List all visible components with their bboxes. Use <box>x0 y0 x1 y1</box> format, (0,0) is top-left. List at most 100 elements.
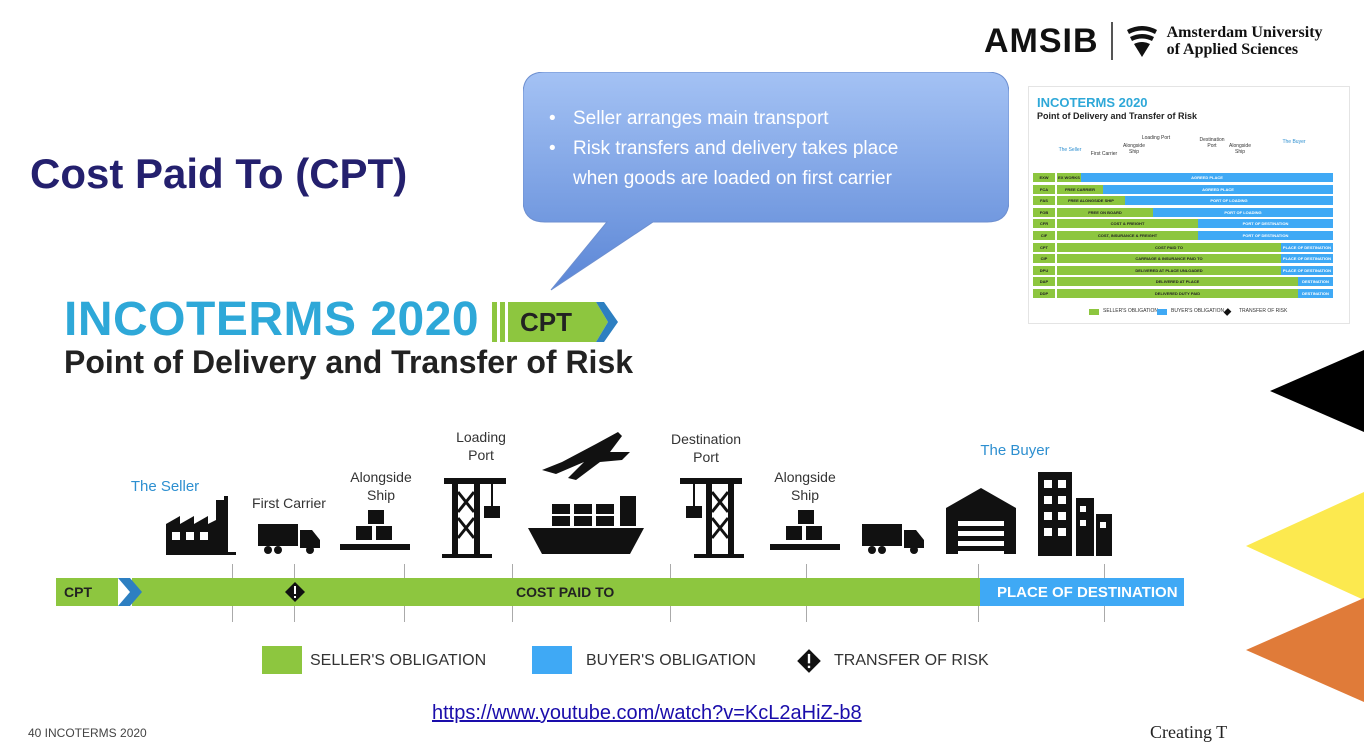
thumb-header-label: First Carrier <box>1090 151 1118 157</box>
legend-risk-text: TRANSFER OF RISK <box>834 652 989 669</box>
legend-buyer-swatch <box>532 646 572 674</box>
cpt-tag-label: CPT <box>520 307 572 337</box>
thumb-row-seller: COST, INSURANCE & FREIGHT <box>1057 231 1198 240</box>
label-first-carrier: First Carrier <box>252 495 326 511</box>
logo-amsib-text: AMSIB <box>984 21 1099 60</box>
bar-seller-text: COST PAID TO <box>516 584 615 600</box>
thumb-row-seller: COST & FREIGHT <box>1057 219 1198 229</box>
youtube-link[interactable]: https://www.youtube.com/watch?v=KcL2aHiZ… <box>432 702 862 724</box>
thumb-row-code: CIF <box>1033 231 1055 240</box>
warehouse-icon <box>946 488 1016 554</box>
label-alongside-ship-1: Alongside Ship <box>350 469 412 503</box>
cpt-tag: CPT <box>492 300 624 349</box>
thumb-row-seller: COST PAID TO <box>1057 242 1281 252</box>
thumb-legend-swatch <box>1223 308 1232 316</box>
transfer-of-risk-icon <box>285 582 305 602</box>
pallet-alongside-ship-icon <box>340 510 410 550</box>
label-the-buyer: The Buyer <box>980 442 1050 459</box>
thumb-legend-text: TRANSFER OF RISK <box>1239 308 1288 314</box>
thumb-row-buyer: PLACE OF DESTINATION <box>1281 242 1333 252</box>
thumb-row-seller: DELIVERED DUTY PAID <box>1057 289 1298 298</box>
thumb-row-buyer: PLACE OF DESTINATION <box>1281 265 1333 275</box>
decor-yellow-triangle <box>1246 492 1364 600</box>
label-alongside-ship-2: Alongside Ship <box>774 469 836 503</box>
delivery-truck-icon <box>862 524 924 554</box>
thumb-header-label: Destination Port <box>1199 137 1225 149</box>
thumb-header-label: Alongside Ship <box>1123 143 1145 155</box>
thumb-header-label: The Seller <box>1058 147 1082 153</box>
thumb-row-code: CPT <box>1033 242 1055 252</box>
thumb-header-label: The Buyer <box>1282 139 1306 145</box>
callout-bullet-2: Risk transfers and delivery takes place <box>545 134 898 164</box>
bar-cpt-label: CPT <box>64 584 92 600</box>
label-the-seller: The Seller <box>130 478 200 495</box>
label-loading-port: Loading Port <box>456 429 506 463</box>
thumb-row-seller: FREE CARRIER <box>1057 184 1103 194</box>
slide-title: Cost Paid To (CPT) <box>30 150 408 197</box>
pallet-alongside-ship-2-icon <box>770 510 840 550</box>
thumb-legend-text: SELLER'S OBLIGATION <box>1103 308 1159 314</box>
thumb-row-seller: DELIVERED AT PLACE UNLOADED <box>1057 265 1281 275</box>
incoterms-subtitle: Point of Delivery and Transfer of Risk <box>64 344 634 380</box>
decor-black-triangle <box>1270 350 1364 432</box>
ship-and-plane-icon <box>528 432 644 554</box>
callout-bullets: Seller arranges main transport Risk tran… <box>545 104 898 194</box>
university-emblem-icon <box>1126 26 1157 57</box>
logo-university-line2: of Applied Sciences <box>1166 41 1299 58</box>
thumb-row-code: DAP <box>1033 277 1055 287</box>
factory-icon <box>166 496 236 555</box>
buyer-obligation-bar <box>980 578 1184 606</box>
thumb-legend-swatch <box>1157 309 1167 315</box>
thumb-row-code: DDP <box>1033 289 1055 298</box>
label-destination-port: Destination Port <box>670 431 742 465</box>
thumb-row-seller: CARRIAGE & INSURANCE PAID TO <box>1057 254 1281 264</box>
legend-seller-swatch <box>262 646 302 674</box>
thumb-row-code: FOB <box>1033 207 1055 217</box>
bar-buyer-text: PLACE OF DESTINATION <box>997 584 1178 601</box>
logo-divider <box>1110 22 1113 60</box>
logo-university-line1: Amsterdam University <box>1166 24 1323 41</box>
thumb-legend-swatch <box>1089 309 1099 315</box>
thumb-title: INCOTERMS 2020 <box>1037 95 1148 110</box>
thumb-row-code: CFR <box>1033 219 1055 229</box>
bar-cpt-tag <box>56 578 148 606</box>
thumb-row-buyer: AGREED PLACE <box>1103 184 1333 194</box>
thumb-row-code: CIP <box>1033 254 1055 264</box>
thumb-row-seller: FREE ON BOARD <box>1057 207 1153 217</box>
thumb-row-seller: FREE ALONGSIDE SHIP <box>1057 196 1125 206</box>
decor-orange-triangle <box>1246 598 1364 702</box>
thumb-row-buyer: PORT OF DESTINATION <box>1198 219 1333 229</box>
amsib-logo: AMSIB Amsterdam University of Applied Sc… <box>984 20 1323 62</box>
incoterms-title: INCOTERMS 2020 <box>64 293 480 346</box>
callout-bullet-2-continued: when goods are loaded on first carrier <box>573 168 892 189</box>
logo-university-name: Amsterdam University of Applied Sciences <box>1167 24 1323 58</box>
thumb-row-buyer: PLACE OF DESTINATION <box>1281 254 1333 264</box>
thumb-row-buyer: DESTINATION <box>1298 289 1333 298</box>
destination-crane-icon <box>680 478 744 558</box>
incoterms-overview-thumbnail: INCOTERMS 2020 Point of Delivery and Tra… <box>1028 86 1350 324</box>
footer-slide-info: 40 INCOTERMS 2020 <box>28 726 147 740</box>
thumb-row-buyer: AGREED PLACE <box>1081 173 1333 182</box>
thumb-row-buyer: PORT OF LOADING <box>1153 207 1333 217</box>
thumb-row-buyer: PORT OF DESTINATION <box>1198 231 1333 240</box>
callout-bullet-1: Seller arranges main transport <box>545 104 898 134</box>
thumb-row-code: FAS <box>1033 196 1055 206</box>
thumb-row-seller: DELIVERED AT PLACE <box>1057 277 1298 287</box>
thumb-row-seller: EX WORKS <box>1057 173 1081 182</box>
loading-crane-icon <box>442 478 506 558</box>
thumb-row-code: EXW <box>1033 173 1055 182</box>
thumb-header-label: Alongside Ship <box>1229 143 1251 155</box>
footer-right-text: Creating T <box>1150 722 1228 742</box>
